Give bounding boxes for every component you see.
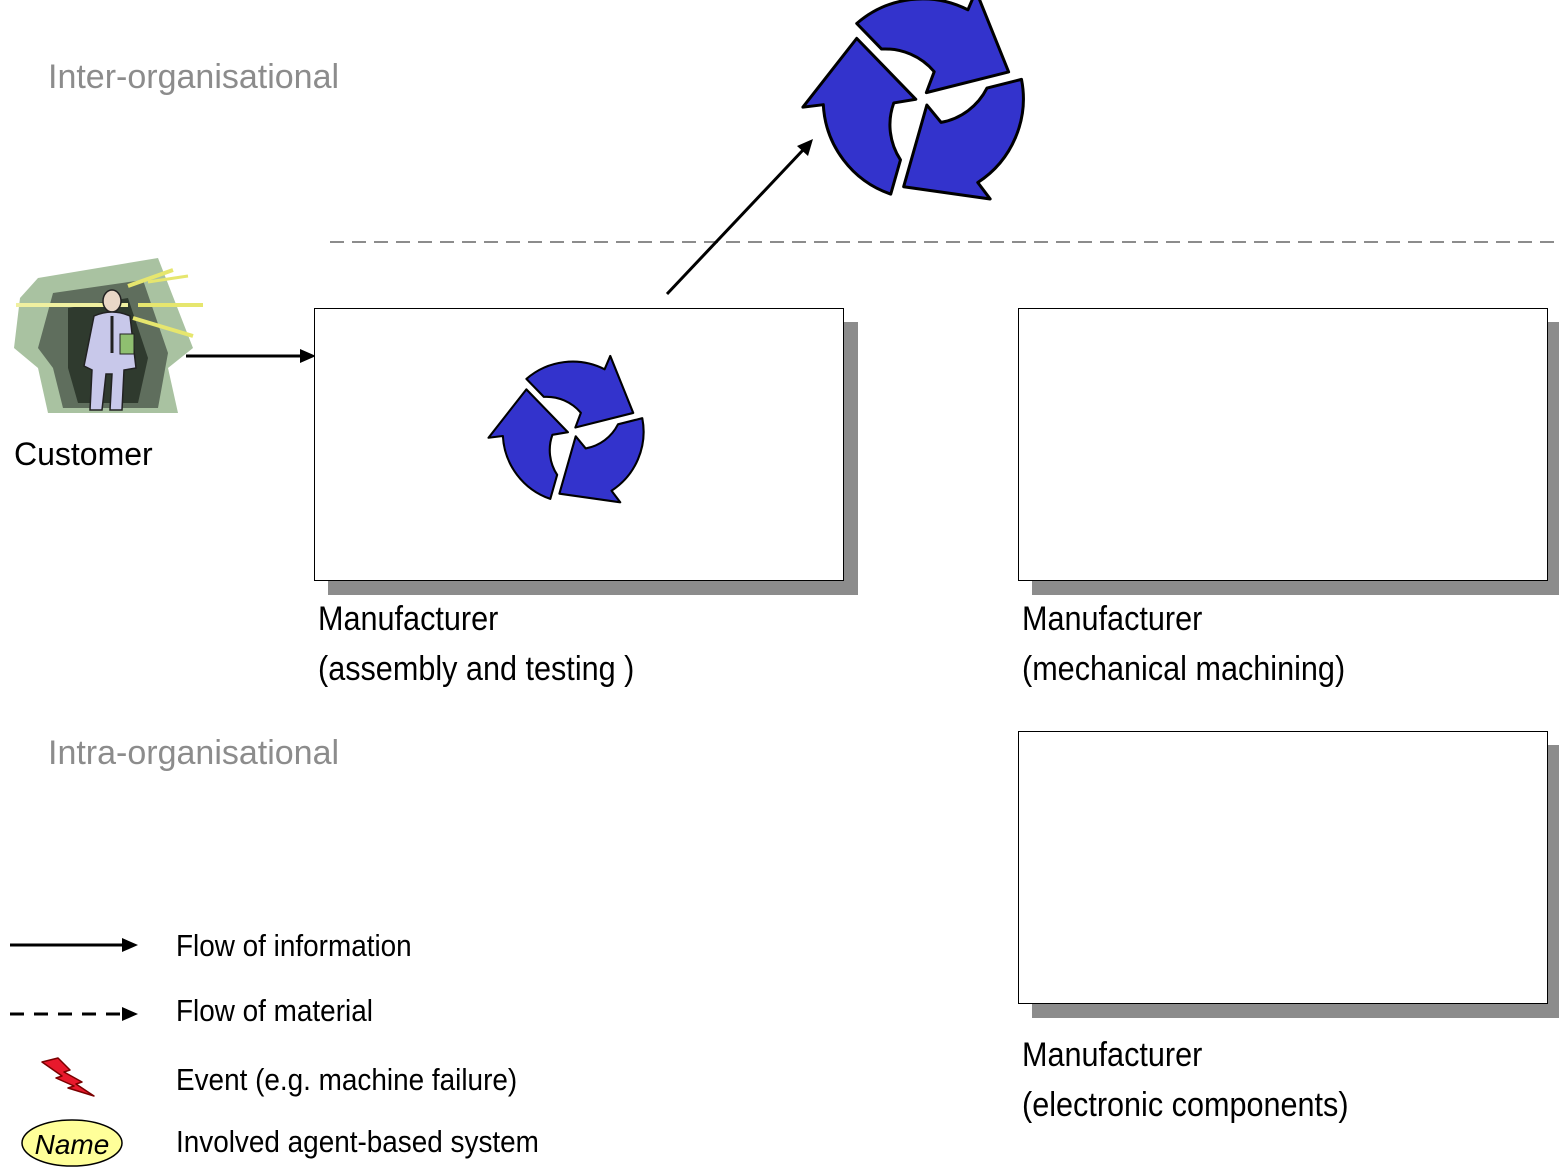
manufacturer-machining-caption: Manufacturer (mechanical machining)	[1022, 594, 1345, 694]
manufacturer-electronics-subtitle: (electronic components)	[1022, 1086, 1349, 1124]
legend-material-label: Flow of material	[176, 993, 373, 1028]
manufacturer-electronics-caption: Manufacturer (electronic components)	[1022, 1030, 1349, 1130]
legend-agent-label: Involved agent-based system	[176, 1124, 539, 1159]
legend-information-arrow-icon	[10, 938, 138, 952]
manufacturer-electronics-title: Manufacturer	[1022, 1036, 1203, 1074]
manufacturer-machining-title: Manufacturer	[1022, 600, 1203, 638]
information-flow-arrows	[186, 139, 813, 363]
inter-organisational-label: Inter-organisational	[48, 58, 340, 96]
customer-label: Customer	[14, 436, 153, 472]
zone-separator	[330, 241, 1559, 243]
legend-material-arrow-icon	[10, 1007, 138, 1021]
agent-badge-label: Name	[35, 1129, 110, 1160]
customer-to-assembly-arrow	[186, 349, 316, 363]
customer-icon	[14, 258, 203, 413]
intra-organisational-label: Intra-organisational	[48, 734, 340, 772]
event-lightning-icon	[41, 1057, 95, 1097]
manufacturer-assembly-caption: Manufacturer (assembly and testing )	[318, 594, 634, 694]
manufacturer-assembly-subtitle: (assembly and testing )	[318, 650, 635, 688]
manufacturer-assembly-title: Manufacturer	[318, 600, 499, 638]
assembly-to-inter-arrow	[665, 139, 813, 296]
legend-information-label: Flow of information	[176, 928, 412, 963]
manufacturer-machining-box	[1018, 308, 1548, 581]
manufacturer-machining-subtitle: (mechanical machining)	[1022, 650, 1346, 688]
intra-organisational-cycle-icon	[500, 368, 646, 496]
agent-badge-icon: Name	[21, 1119, 123, 1167]
manufacturer-electronics-box	[1018, 731, 1548, 1004]
legend-event-label: Event (e.g. machine failure)	[176, 1062, 518, 1097]
